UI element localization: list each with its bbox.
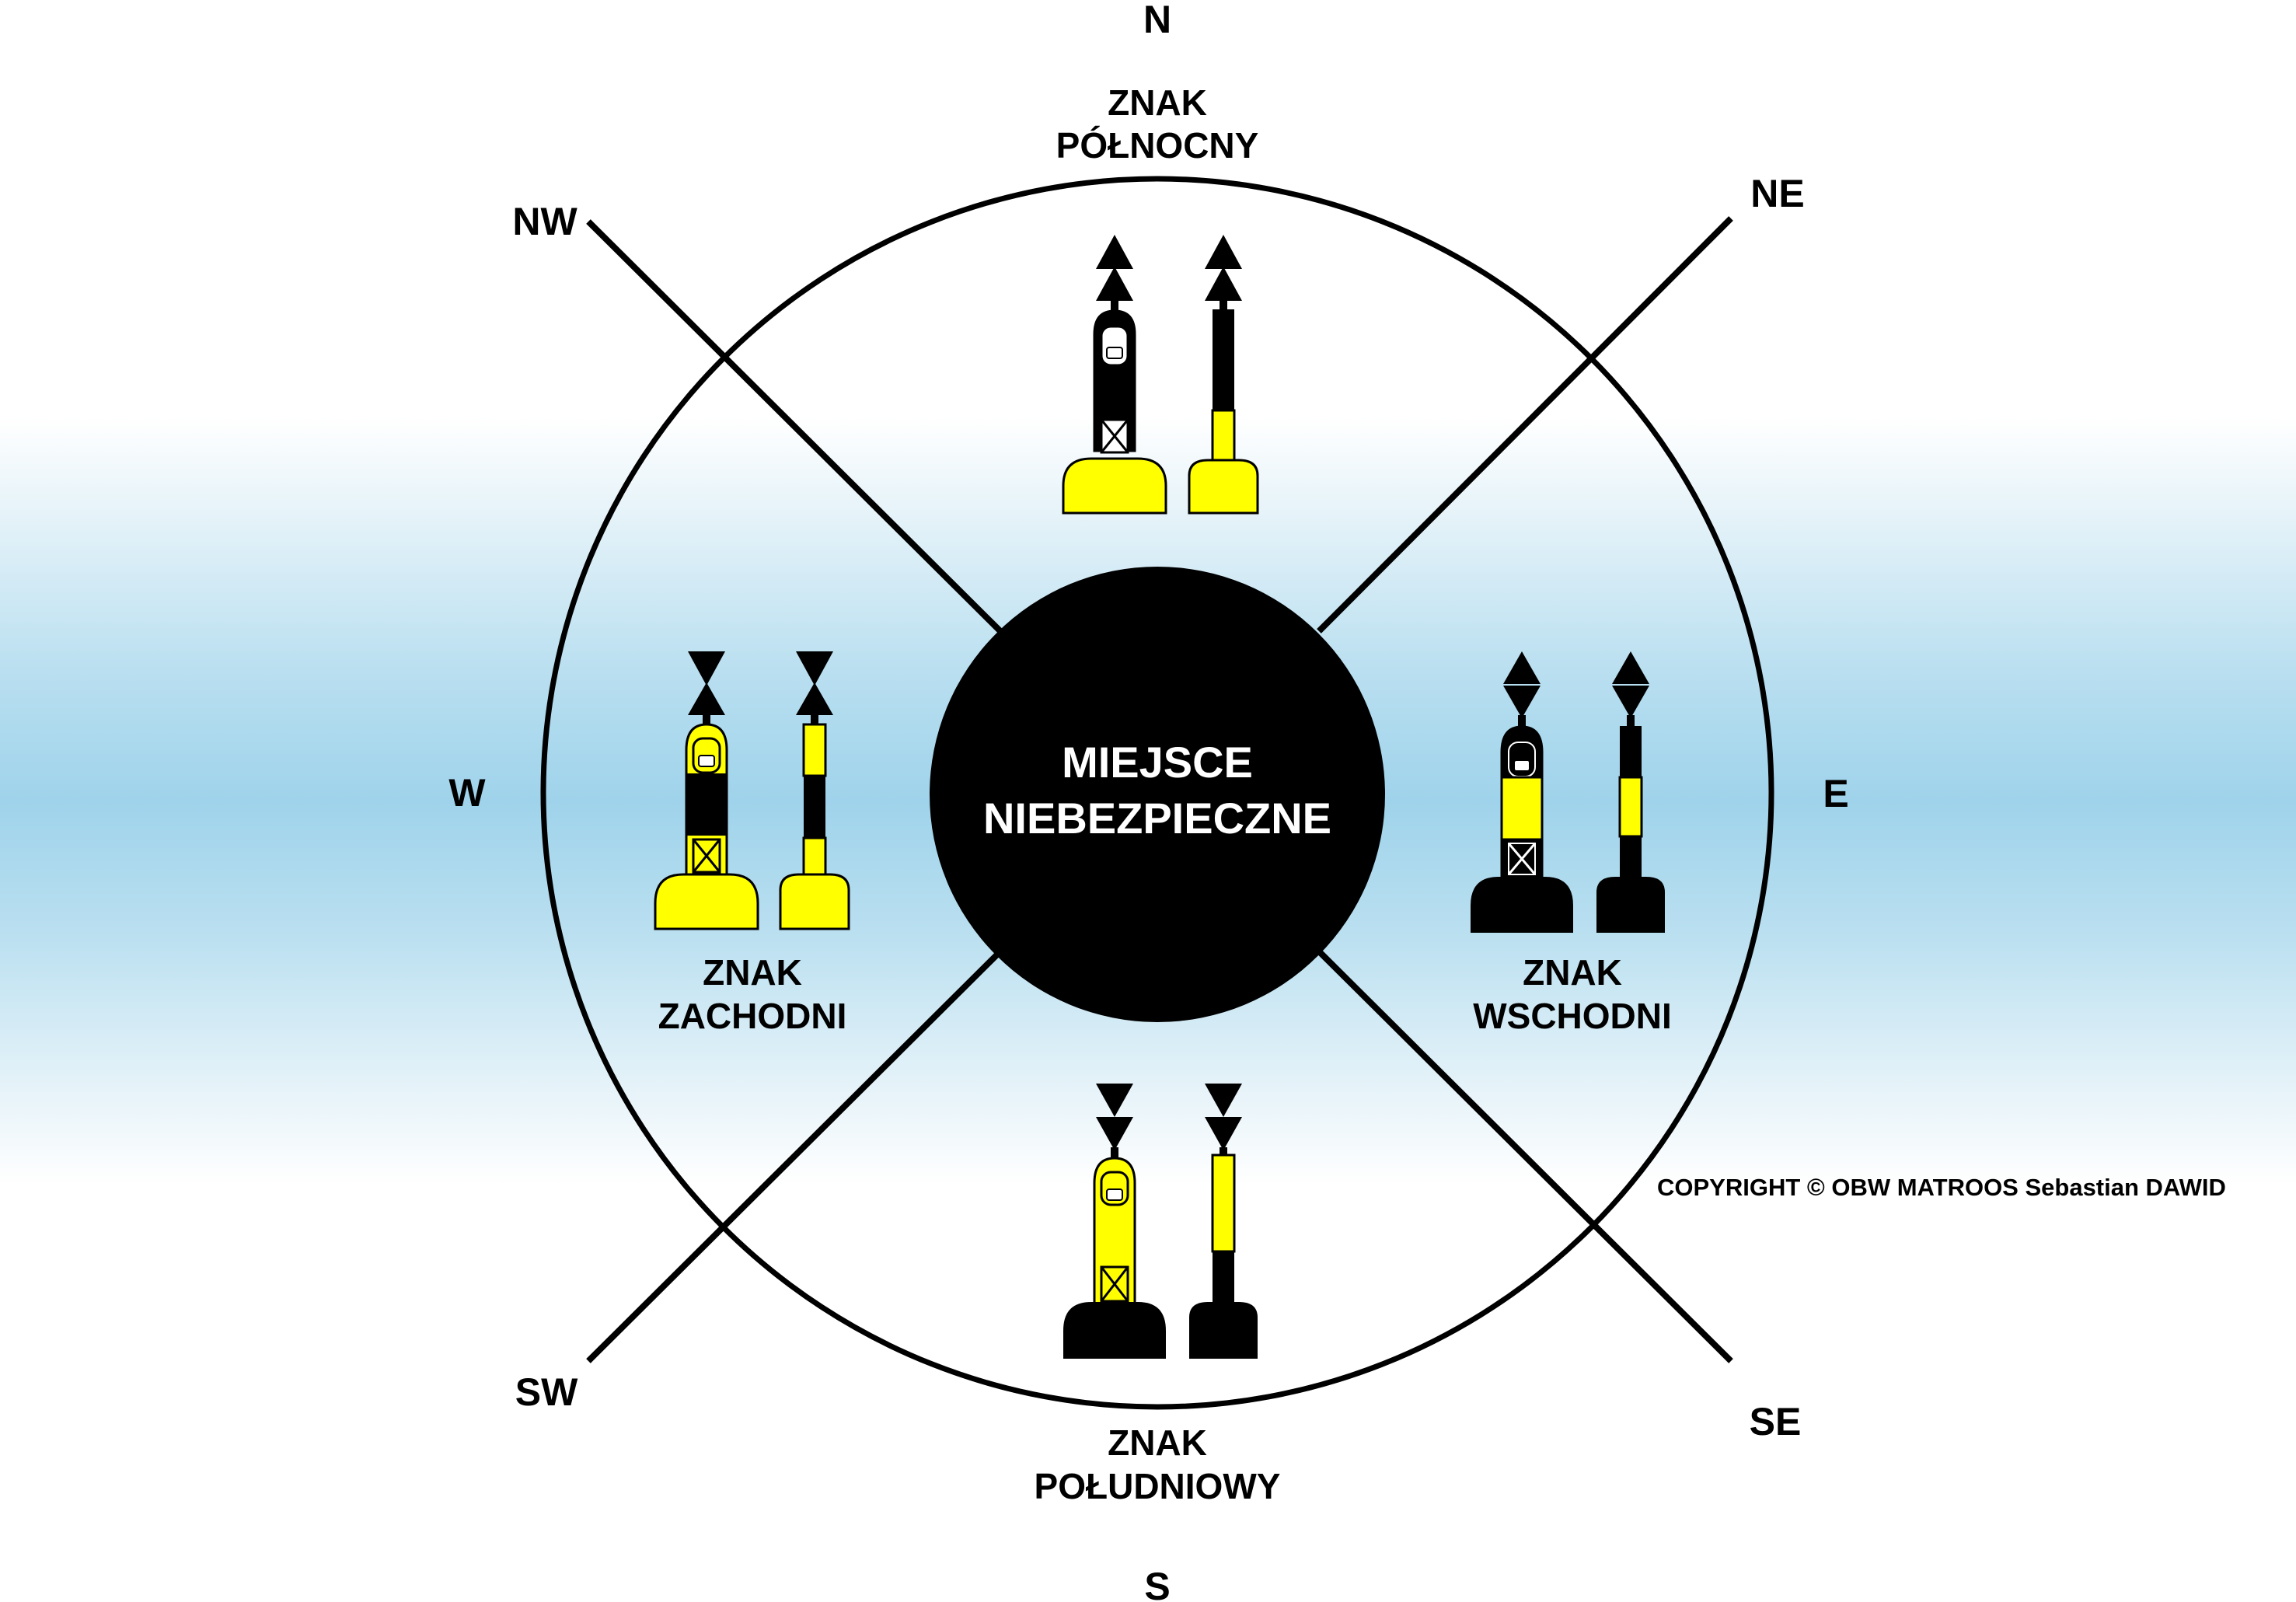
- east-cardinal-buoy: [1471, 651, 1573, 933]
- mark-captions: ZNAK PÓŁNOCNY ZNAK ZACHODNI ZNAK WSCHODN…: [658, 82, 1672, 1506]
- west-cardinal-buoy: [654, 651, 759, 930]
- compass-se: SE: [1750, 1400, 1802, 1443]
- north-cardinal-buoy: [1062, 235, 1167, 515]
- south-cardinal-spar-buoy: [1189, 1084, 1258, 1359]
- compass-ne: NE: [1750, 172, 1804, 215]
- west-caption-line2: ZACHODNI: [658, 996, 847, 1036]
- east-caption-line2: WSCHODNI: [1473, 996, 1672, 1036]
- compass-e: E: [1823, 772, 1848, 815]
- compass-circle: [540, 176, 1774, 1410]
- west-caption-line1: ZNAK: [703, 952, 802, 993]
- north-caption-line1: ZNAK: [1108, 82, 1207, 123]
- danger-title-line1: MIEJSCE: [1062, 738, 1253, 787]
- compass-diagonals: [586, 216, 1733, 1363]
- east-cardinal-spar-buoy: [1596, 651, 1665, 933]
- north-caption-line2: PÓŁNOCNY: [1056, 125, 1259, 166]
- compass-w: W: [448, 771, 486, 815]
- danger-circle: [930, 567, 1385, 1022]
- line-sw: [586, 949, 1003, 1363]
- compass-labels: N NE E SE S SW W NW: [448, 0, 1848, 1602]
- compass-sw: SW: [515, 1370, 578, 1414]
- south-cardinal-buoy: [1063, 1084, 1166, 1359]
- compass-n: N: [1143, 0, 1171, 41]
- south-caption-line1: ZNAK: [1108, 1422, 1207, 1463]
- compass-s: S: [1144, 1565, 1170, 1602]
- copyright-text: COPYRIGHT © OBW MATROOS Sebastian DAWID: [1657, 1174, 2226, 1201]
- danger-title-line2: NIEBEZPIECZNE: [983, 794, 1331, 843]
- line-nw: [586, 219, 1003, 633]
- west-cardinal-spar-buoy: [779, 651, 850, 930]
- line-ne: [1317, 216, 1733, 633]
- south-caption-line2: POŁUDNIOWY: [1035, 1466, 1281, 1506]
- line-se: [1317, 949, 1733, 1363]
- east-caption-line1: ZNAK: [1523, 952, 1622, 993]
- north-cardinal-spar-buoy: [1188, 235, 1259, 515]
- compass-nw: NW: [512, 200, 577, 243]
